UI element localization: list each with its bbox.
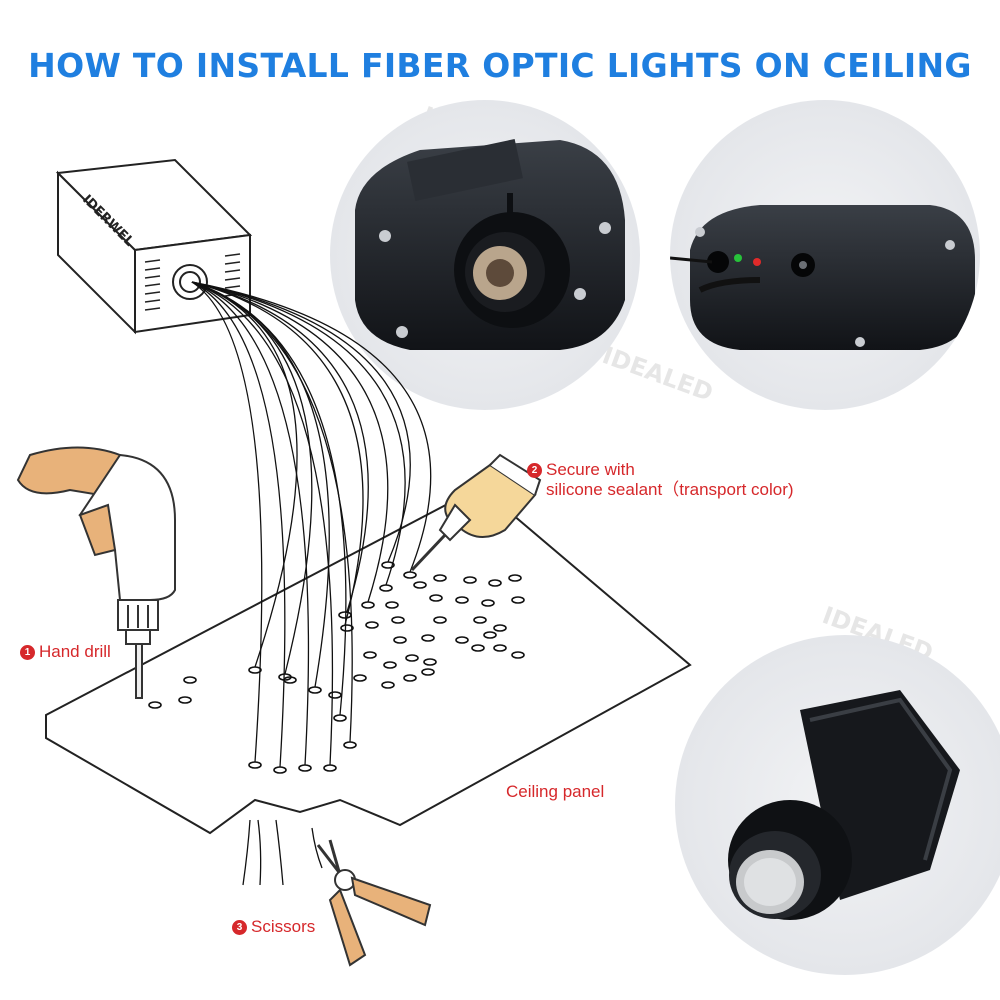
sealant-bottle-icon <box>410 453 542 572</box>
projector-back-photo <box>670 100 980 410</box>
fiber-8 <box>191 281 298 668</box>
fiber-6 <box>191 281 330 688</box>
cable-gland-photo <box>675 635 1000 975</box>
hole-26 <box>493 644 507 652</box>
hole-41 <box>183 676 197 684</box>
hole-9 <box>385 601 399 609</box>
hole-42 <box>178 696 192 704</box>
fiber-2 <box>191 281 310 766</box>
projector-front-photo <box>330 100 640 410</box>
hole-31 <box>511 651 525 659</box>
step-2-label: 2 Secure with silicone sealant（transport … <box>527 460 794 500</box>
fiber-13 <box>191 281 411 563</box>
step-1-number: 1 <box>20 645 35 660</box>
hole-34 <box>403 674 417 682</box>
cut-fiber-ends <box>242 819 323 886</box>
hole-24 <box>483 631 497 639</box>
hole-10 <box>429 594 443 602</box>
hole-40 <box>328 691 342 699</box>
hole-29 <box>405 654 419 662</box>
ceiling-panel-label: Ceiling panel <box>506 782 605 801</box>
hole-15 <box>340 624 354 632</box>
step-3-text: Scissors <box>251 917 316 936</box>
scissors-icon <box>316 839 432 967</box>
hole-7 <box>508 574 522 582</box>
hand-drill-icon <box>16 446 176 699</box>
fiber-1 <box>191 281 286 768</box>
hole-21 <box>393 636 407 644</box>
hole-28 <box>383 661 397 669</box>
fiber-14 <box>191 281 432 573</box>
light-source-box <box>55 158 253 335</box>
hole-17 <box>391 616 405 624</box>
hole-43 <box>148 701 162 709</box>
step-2-number: 2 <box>527 463 542 478</box>
step-1-text: Hand drill <box>39 642 111 661</box>
step-2-line2: silicone sealant（transport color) <box>546 480 794 499</box>
step-3-number: 3 <box>232 920 247 935</box>
hole-19 <box>473 616 487 624</box>
fiber-strands <box>191 281 432 768</box>
hole-25 <box>471 644 485 652</box>
step-3-label: 3 Scissors <box>232 917 315 937</box>
hole-20 <box>493 624 507 632</box>
hole-5 <box>463 576 477 584</box>
fiber-0 <box>191 281 263 763</box>
hole-12 <box>481 599 495 607</box>
step-2-line1: Secure with <box>546 460 635 479</box>
step-1-label: 1 Hand drill <box>20 642 111 662</box>
hole-32 <box>353 674 367 682</box>
hole-27 <box>363 651 377 659</box>
hole-22 <box>421 634 435 642</box>
hole-16 <box>365 621 379 629</box>
fiber-9 <box>191 281 364 626</box>
hole-30 <box>423 658 437 666</box>
hole-13 <box>511 596 525 604</box>
ceiling-panel <box>45 485 692 835</box>
page-title: HOW TO INSTALL FIBER OPTIC LIGHTS ON CEI… <box>28 46 972 85</box>
fiber-3 <box>191 281 334 766</box>
hole-11 <box>455 596 469 604</box>
hole-3 <box>413 581 427 589</box>
hole-18 <box>433 616 447 624</box>
fiber-11 <box>191 281 389 603</box>
hole-4 <box>433 574 447 582</box>
fiber-10 <box>191 281 369 613</box>
fiber-7 <box>191 281 313 675</box>
hole-33 <box>381 681 395 689</box>
hole-23 <box>455 636 469 644</box>
hole-6 <box>488 579 502 587</box>
hole-35 <box>421 668 435 676</box>
